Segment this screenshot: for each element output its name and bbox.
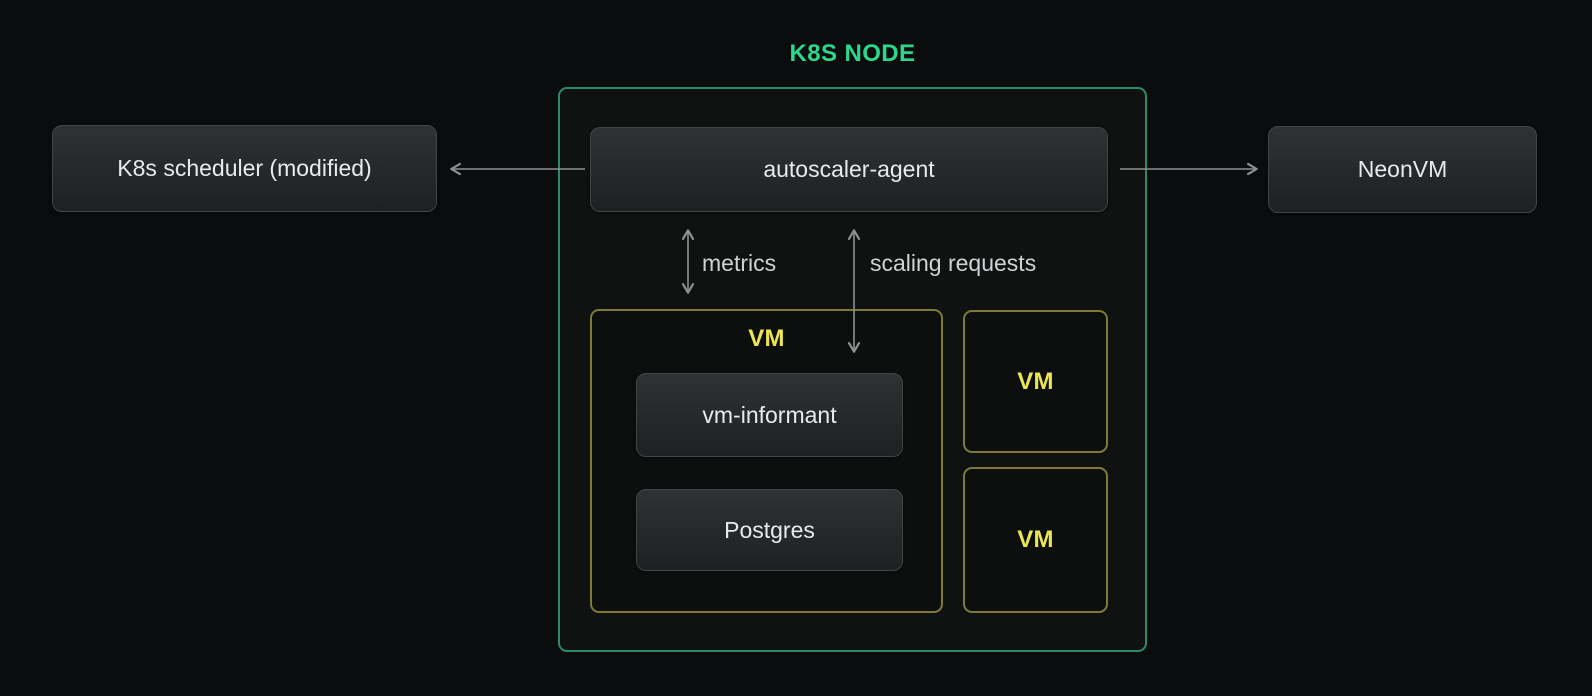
node-neonvm-label: NeonVM [1357, 156, 1448, 182]
edge-label-scaling-requests: scaling requests [870, 250, 1037, 276]
vm-small-bottom: VM [963, 467, 1108, 613]
vm-small-top-label: VM [1017, 367, 1054, 395]
node-k8s-scheduler: K8s scheduler (modified) [52, 125, 437, 212]
vm-small-bottom-label: VM [1017, 526, 1054, 553]
diagram-title: K8S NODE [789, 40, 916, 67]
node-postgres: Postgres [636, 489, 903, 571]
node-vm-informant: vm-informant [636, 373, 903, 457]
node-postgres-label: Postgres [724, 516, 815, 543]
edge-label-metrics: metrics [702, 250, 777, 276]
node-autoscaler-agent-label: autoscaler-agent [763, 156, 935, 182]
node-neonvm: NeonVM [1268, 126, 1537, 213]
node-k8s-scheduler-label: K8s scheduler (modified) [117, 155, 372, 181]
node-vm-informant-label: vm-informant [702, 401, 837, 428]
node-autoscaler-agent: autoscaler-agent [590, 127, 1108, 212]
vm-main-label: VM [748, 325, 785, 352]
vm-small-top: VM [963, 310, 1108, 453]
